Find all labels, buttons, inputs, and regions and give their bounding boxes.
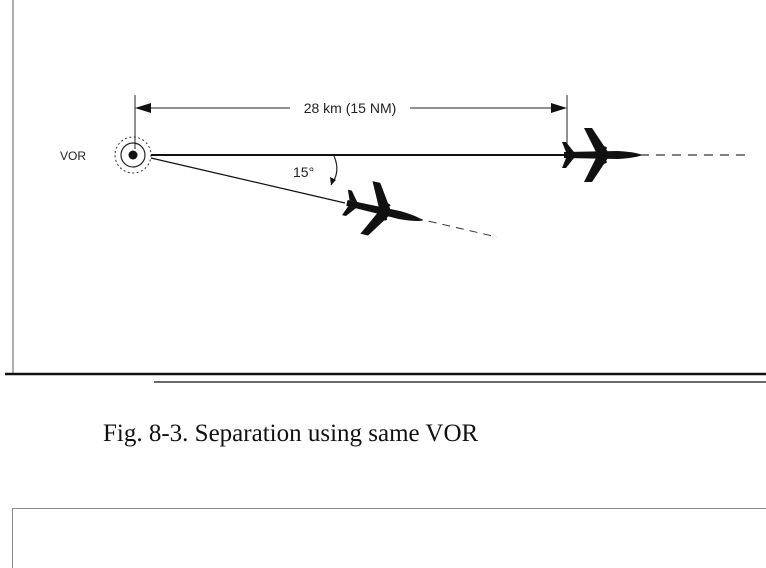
distance-label: 28 km (15 NM) (304, 100, 397, 116)
airplane-icon (338, 176, 429, 247)
figure-caption: Fig. 8-3. Separation using same VOR (103, 420, 479, 447)
next-figure-frame (12, 508, 766, 568)
radial-track-2-dashed (414, 217, 498, 238)
distance-dimension (134, 95, 568, 149)
angle-label: 15° (293, 164, 314, 180)
angle-arc-arrow (330, 177, 336, 185)
radial-track-2 (150, 157, 346, 204)
vor-station-icon (114, 136, 152, 174)
airplane-icon (562, 128, 642, 182)
vor-separation-diagram: 28 km (15 NM) VOR 15° (5, 0, 766, 383)
vor-label: VOR (60, 149, 86, 163)
